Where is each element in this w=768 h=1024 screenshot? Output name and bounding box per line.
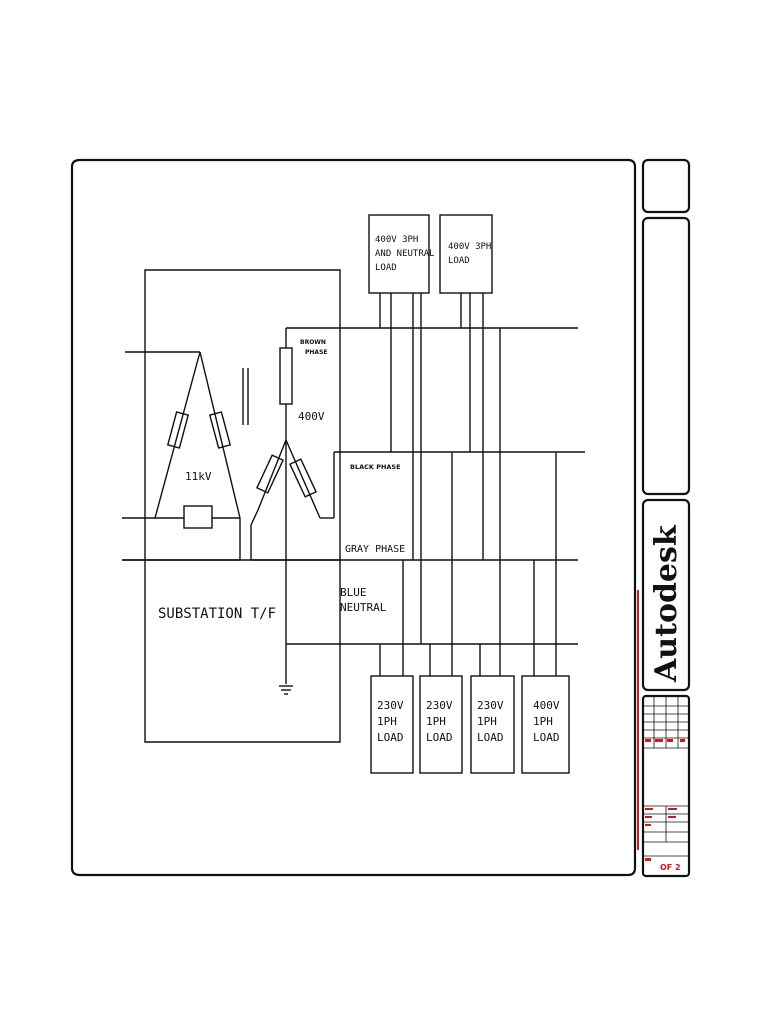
svg-text:1PH: 1PH (477, 715, 497, 728)
svg-text:400V 3PH: 400V 3PH (375, 235, 418, 245)
secondary-star-winding (250, 328, 335, 684)
feeder-drops (402, 328, 557, 676)
load-400v-3ph-neutral: 400V 3PH AND NEUTRAL LOAD (368, 214, 435, 644)
svg-text:1PH: 1PH (377, 715, 397, 728)
black-phase-label: BLACK PHASE (350, 463, 401, 471)
load-400v-1ph: 400V 1PH LOAD (521, 644, 570, 774)
svg-text:LOAD: LOAD (448, 256, 470, 266)
svg-text:LOAD: LOAD (375, 263, 397, 273)
title-block-fineprint (637, 590, 639, 850)
title-block-top-box (641, 158, 691, 214)
earth-symbol-icon (279, 685, 293, 695)
svg-text:1PH: 1PH (426, 715, 446, 728)
svg-text:LOAD: LOAD (477, 731, 504, 744)
svg-text:1PH: 1PH (533, 715, 553, 728)
svg-text:230V: 230V (477, 699, 504, 712)
svg-text:LOAD: LOAD (377, 731, 404, 744)
transformer-label: SUBSTATION T/F (158, 606, 276, 622)
svg-text:LOAD: LOAD (426, 731, 453, 744)
brown-phase-label: PHASE (305, 349, 327, 356)
load-230v-1ph-a: 230V 1PH LOAD (370, 644, 414, 774)
svg-text:400V: 400V (533, 699, 560, 712)
neutral-label: NEUTRAL (340, 601, 387, 614)
primary-delta-winding (154, 351, 241, 560)
load-400v-3ph: 400V 3PH LOAD (439, 214, 493, 560)
title-block-middle-box (641, 216, 691, 496)
svg-text:AND NEUTRAL: AND NEUTRAL (375, 249, 435, 259)
brand-logo: Autodesk (649, 524, 684, 683)
title-block-logo-box (641, 498, 691, 692)
svg-text:400V 3PH: 400V 3PH (448, 242, 491, 252)
transformer-enclosure (144, 269, 341, 743)
primary-voltage-label: 11kV (185, 470, 212, 483)
brown-phase-label: BROWN (300, 339, 326, 346)
drawing-border (70, 158, 637, 877)
neutral-label: BLUE (340, 586, 367, 599)
svg-text:LOAD: LOAD (533, 731, 560, 744)
load-230v-1ph-c: 230V 1PH LOAD (470, 644, 515, 774)
title-block-grid (643, 696, 689, 861)
gray-phase-label: GRAY PHASE (345, 544, 405, 555)
sheet-number: OF 2 (660, 863, 681, 872)
load-230v-1ph-b: 230V 1PH LOAD (419, 644, 463, 774)
svg-text:230V: 230V (377, 699, 404, 712)
svg-text:230V: 230V (426, 699, 453, 712)
secondary-voltage-label: 400V (298, 410, 325, 423)
